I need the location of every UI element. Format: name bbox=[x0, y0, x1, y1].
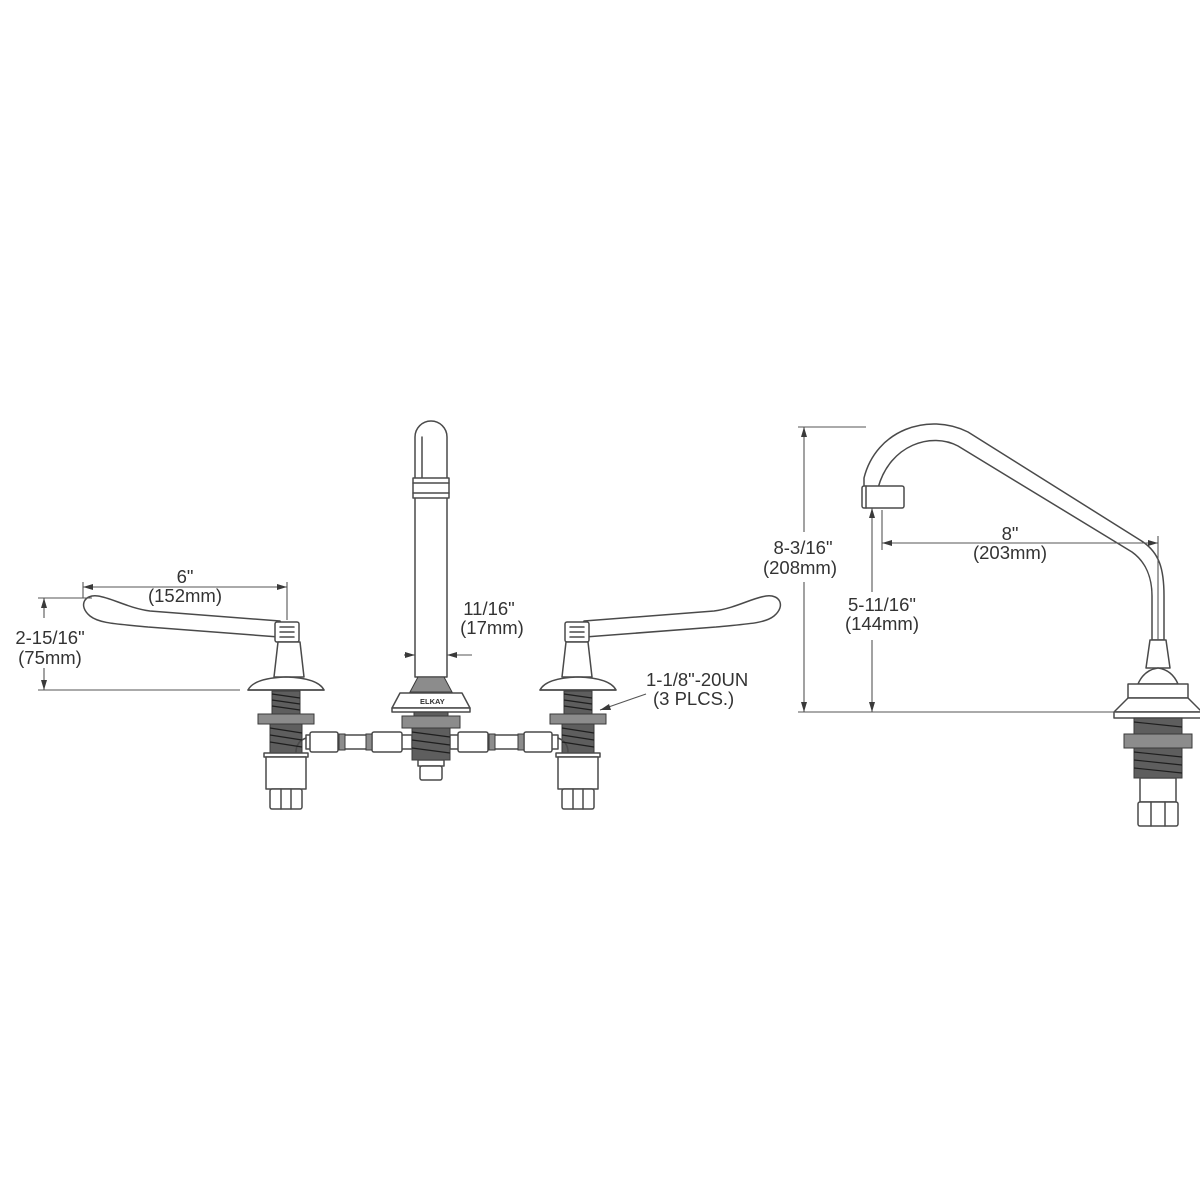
left-escutcheon bbox=[247, 676, 325, 691]
right-handle-neck bbox=[561, 641, 593, 678]
spout-ring bbox=[412, 477, 450, 499]
thread-qty: (3 PLCS.) bbox=[653, 688, 734, 709]
dim-spout-clearance-imperial: 5-11/16" bbox=[848, 594, 916, 615]
right-escutcheon bbox=[539, 676, 617, 691]
side-base-assembly bbox=[1113, 639, 1200, 827]
dim-spout-reach: 8" (203mm) bbox=[881, 510, 1159, 640]
left-handle-neck bbox=[273, 641, 305, 678]
elkay-logo: ELKAY bbox=[420, 697, 445, 706]
left-mount-nut bbox=[257, 713, 315, 725]
dim-handle-height-imperial: 2-15/16" bbox=[15, 627, 84, 648]
dim-thread-callout: 1-1/8"-20UN (3 PLCS.) bbox=[599, 669, 748, 711]
side-outlet-fitting bbox=[1137, 801, 1179, 827]
side-spout-gooseneck bbox=[863, 423, 1165, 641]
right-mount-nut bbox=[549, 713, 607, 725]
dim-handle-width: 6" (152mm) bbox=[82, 566, 288, 620]
thread-hatching bbox=[269, 693, 595, 754]
left-handle-assembly bbox=[82, 595, 325, 810]
left-outlet-fitting bbox=[269, 788, 303, 810]
left-valve-body bbox=[265, 756, 307, 790]
right-outlet-fitting bbox=[561, 788, 595, 810]
center-outlet-fitting bbox=[419, 765, 443, 781]
dim-handle-width-imperial: 6" bbox=[177, 566, 194, 587]
dim-handle-width-metric: (152mm) bbox=[148, 585, 222, 606]
dim-spout-diameter: 11/16" (17mm) bbox=[404, 598, 524, 658]
dim-spout-diameter-imperial: 11/16" bbox=[463, 598, 515, 619]
dim-spout-total-height: 8-3/16" (208mm) bbox=[763, 426, 866, 712]
dim-spout-reach-imperial: 8" bbox=[1002, 523, 1019, 544]
dim-spout-diameter-metric: (17mm) bbox=[460, 617, 524, 638]
dim-spout-total-height-imperial: 8-3/16" bbox=[773, 537, 832, 558]
right-wrist-blade-handle bbox=[571, 595, 782, 639]
side-mount-nut bbox=[1123, 733, 1193, 749]
supply-connections bbox=[295, 731, 569, 753]
side-view: 8-3/16" (208mm) 5-11/16" (144mm) 8" (203… bbox=[763, 423, 1200, 827]
side-escutcheon bbox=[1113, 697, 1200, 713]
center-spout-assembly: ELKAY bbox=[391, 420, 471, 781]
front-view: ELKAY bbox=[15, 420, 782, 810]
dim-spout-clearance: 5-11/16" (144mm) bbox=[845, 508, 919, 712]
dim-spout-reach-metric: (203mm) bbox=[973, 542, 1047, 563]
right-handle-assembly bbox=[539, 595, 782, 810]
right-valve-body bbox=[557, 756, 599, 790]
dim-handle-height-metric: (75mm) bbox=[18, 647, 82, 668]
side-spout-aerator bbox=[861, 485, 905, 509]
center-mount-nut bbox=[401, 715, 461, 729]
spout-base bbox=[409, 676, 453, 693]
left-wrist-blade-handle bbox=[82, 595, 293, 639]
dim-handle-height: 2-15/16" (75mm) bbox=[15, 597, 240, 691]
dim-spout-total-height-metric: (208mm) bbox=[763, 557, 837, 578]
dim-spout-clearance-metric: (144mm) bbox=[845, 613, 919, 634]
thread-spec: 1-1/8"-20UN bbox=[646, 669, 748, 690]
front-spout-tube bbox=[414, 420, 448, 678]
